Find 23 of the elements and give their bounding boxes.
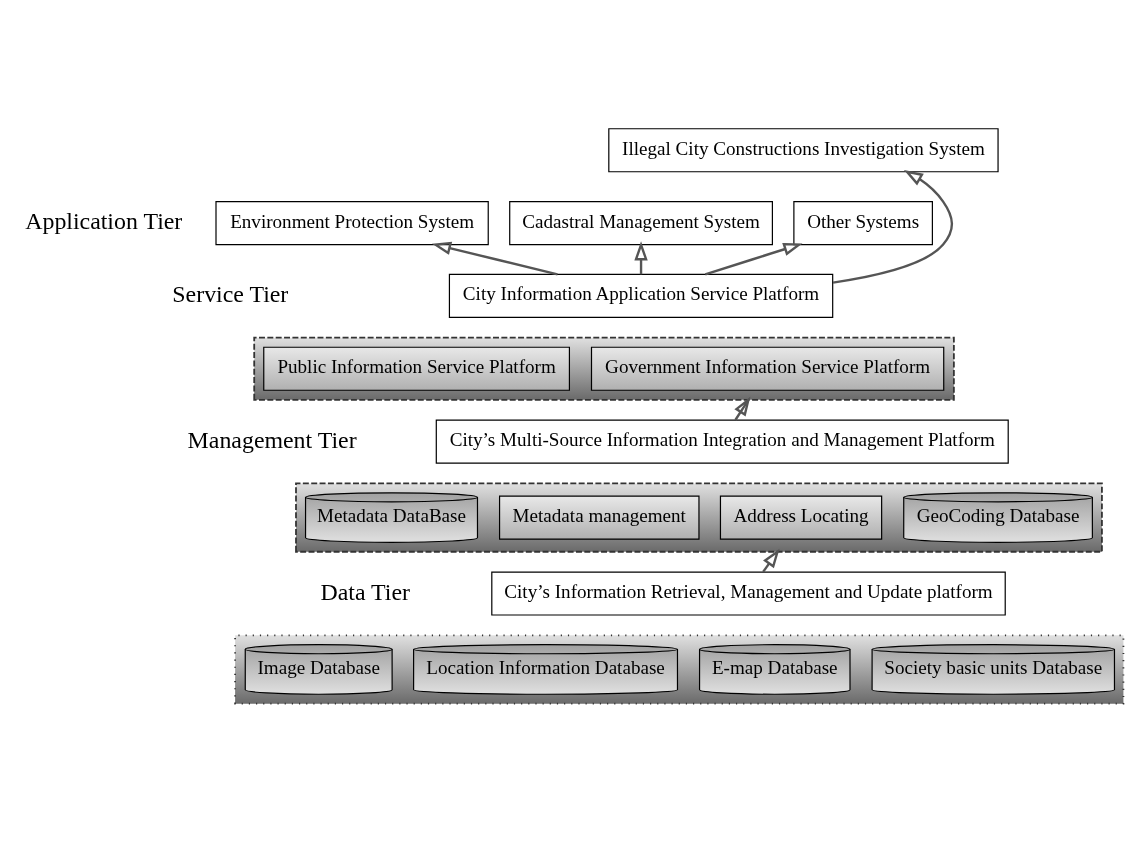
node-box: Public Information Service Platform (263, 346, 570, 391)
arrow (734, 396, 751, 421)
cluster (234, 633, 1125, 705)
node-box: Government Information Service Platform (590, 346, 945, 391)
label: Data Tier (320, 578, 410, 604)
node-box: Environment Protection System (215, 200, 489, 245)
label: Management Tier (187, 426, 357, 453)
arrow (832, 169, 954, 284)
arrow (704, 242, 803, 275)
arrow (432, 241, 558, 276)
label: Application Tier (25, 207, 183, 234)
node-box: Metadata management (498, 494, 700, 540)
cluster (295, 482, 1103, 553)
cluster (253, 336, 955, 401)
node-box: Other Systems (793, 200, 933, 245)
node-box: City’s Information Retrieval, Management and Update platform (491, 570, 1006, 616)
node-box: Illegal City Constructions Investigation System (608, 127, 999, 172)
node-box: City’s Multi-Source Information Integration and Management Platform (435, 419, 1009, 464)
label: Service Tier (172, 280, 289, 307)
arrow (762, 548, 780, 573)
node-box: Address Locating (719, 494, 883, 540)
node-box: City Information Application Service Platform (448, 273, 834, 318)
node-box: Cadastral Management System (509, 200, 773, 245)
